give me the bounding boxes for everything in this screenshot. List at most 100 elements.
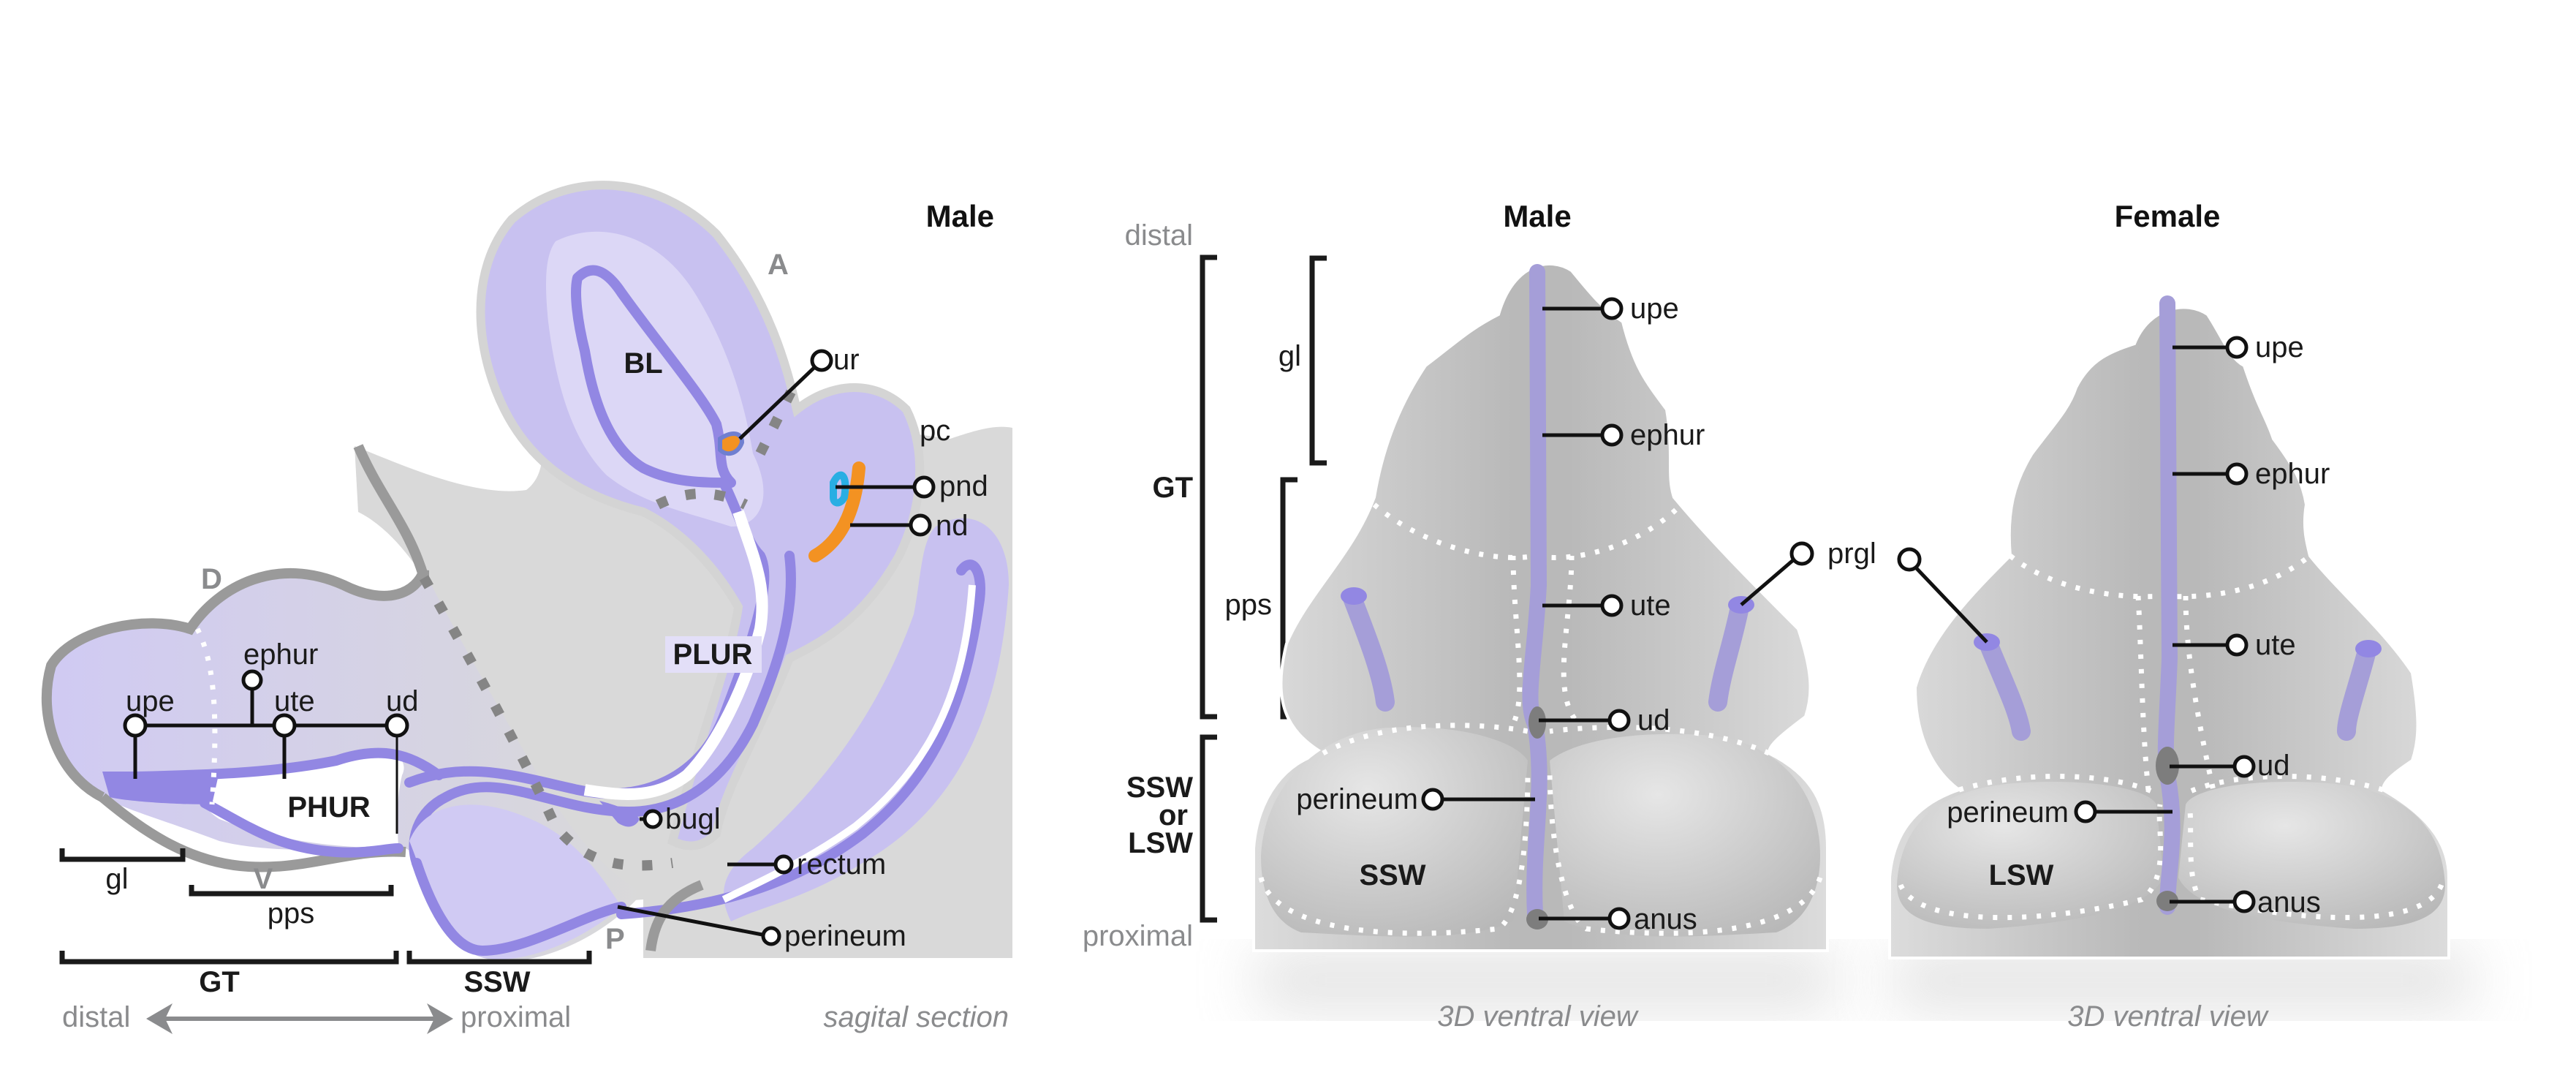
- bracket-sw-ventral: [1200, 734, 1217, 923]
- pin-upe: [123, 713, 148, 738]
- ventral-view-male: Male SSW upe ephur ute ud perineum anus …: [1252, 199, 1876, 1033]
- axis-double-arrow: [146, 1003, 453, 1034]
- male-prgl-left: [1343, 589, 1395, 712]
- region-label-bladder: BL: [624, 347, 662, 380]
- female-prgl-right-opening: [2355, 640, 2382, 657]
- male-prgl-left-opening: [1341, 587, 1367, 605]
- orientation-ventral: V: [254, 863, 273, 895]
- female-label-ute: ute: [2255, 629, 2296, 661]
- bracket-label-pps: pps: [268, 897, 315, 929]
- pin-pnd: [912, 475, 936, 499]
- female-pin-anus: [2232, 890, 2256, 913]
- male-label-anus: anus: [1634, 903, 1697, 935]
- male-ssw-left: [1261, 727, 1528, 937]
- orientation-anterior: A: [768, 249, 789, 281]
- female-region-lsw: LSW: [1989, 859, 2054, 891]
- female-prgl-right: [2337, 641, 2376, 741]
- pelvic-urethra-lumen: [583, 510, 768, 800]
- female-pin-ephur: [2225, 462, 2249, 486]
- bracket-gt-ventral: [1200, 254, 1217, 720]
- bracket-label-gl: gl: [105, 863, 128, 895]
- ventral-label-or: or: [1159, 799, 1188, 832]
- label-pnd: pnd: [939, 470, 988, 502]
- bracket-ssw: [406, 951, 592, 965]
- ureter-duct: [718, 431, 745, 456]
- glans-boundary: [194, 627, 218, 805]
- pin-ur: [810, 349, 833, 372]
- female-label-anus: anus: [2257, 886, 2321, 919]
- male-prgl-right: [1708, 597, 1749, 712]
- male-pin-perineum: [1421, 788, 1444, 811]
- female-ventral-annotations: upe ephur ute ud perineum anus: [1897, 331, 2330, 919]
- male-pin-ute: [1600, 594, 1624, 617]
- male-ventral-annotations: upe ephur ute ud perineum anus prgl: [1296, 293, 1876, 935]
- female-urethral-seam: [2157, 295, 2181, 915]
- label-perineum: perineum: [784, 920, 906, 952]
- male-label-upe: upe: [1630, 293, 1679, 325]
- nephric-duct: [808, 461, 865, 562]
- pin-nd: [909, 513, 932, 537]
- female-pin-ud: [2232, 755, 2256, 778]
- region-label-phur: PHUR: [287, 791, 370, 823]
- sagittal-annotations: ur pc pnd nd ephur upe ute ud bugl: [123, 344, 988, 952]
- perineum-outline: [645, 880, 704, 951]
- male-dotted-boundaries: [1258, 502, 1823, 936]
- sagittal-title: Male: [926, 199, 994, 233]
- male-region-ssw: SSW: [1359, 859, 1425, 891]
- region-label-plur: PLUR: [673, 638, 753, 671]
- female-label-perineum: perineum: [1947, 796, 2069, 829]
- bracket-gl: [59, 848, 186, 862]
- label-upe: upe: [126, 685, 175, 717]
- male-ssw-right: [1550, 734, 1820, 937]
- bracket-label-ssw: SSW: [463, 966, 530, 998]
- pin-ute: [272, 713, 297, 738]
- bugl-gland: [599, 801, 640, 827]
- ssw-epithelium: [412, 858, 626, 956]
- female-anus-spot: [2156, 891, 2178, 911]
- female-label-upe: upe: [2255, 331, 2304, 363]
- bracket-label-gt: GT: [199, 966, 240, 998]
- boundary-dotted: [419, 575, 673, 871]
- ventral-axis: distal proximal GT gl pps SSW or LSW: [1083, 219, 1327, 952]
- pin-perineum: [761, 926, 781, 946]
- sagittal-section: BL PLUR PHUR A D V P Male ur pc pnd nd: [41, 181, 1012, 1034]
- bracket-gt: [59, 951, 399, 965]
- female-ventral-caption: 3D ventral view: [2067, 1000, 2270, 1033]
- ventral-axis-proximal: proximal: [1083, 920, 1193, 952]
- male-anus-spot: [1526, 909, 1548, 929]
- female-pin-ute: [2225, 633, 2249, 657]
- ventral-label-gl: gl: [1278, 340, 1301, 372]
- paramesonephric-duct: [830, 471, 849, 507]
- bladder-inner: [546, 231, 764, 527]
- shadow: [1893, 951, 2471, 1009]
- pin-ud: [384, 713, 409, 738]
- female-label-ud: ud: [2257, 750, 2290, 782]
- shadow: [1257, 951, 1835, 1009]
- ventral-label-ssw: SSW: [1126, 772, 1193, 804]
- label-ephur: ephur: [243, 638, 318, 671]
- male-pin-anus: [1607, 907, 1631, 930]
- ventral-label-gt: GT: [1152, 472, 1193, 504]
- ventral-label-pps: pps: [1225, 589, 1273, 621]
- pin-rectum: [773, 854, 794, 875]
- ventral-view-female: Female LSW upe ephur ute ud perineum anu…: [1888, 199, 2471, 1033]
- orientation-posterior: P: [605, 923, 625, 955]
- label-ute: ute: [274, 685, 315, 717]
- female-label-ephur: ephur: [2255, 458, 2330, 490]
- bladder-lumen: [571, 265, 736, 488]
- phallic-urethra-ventral-epithelium: [200, 798, 404, 858]
- male-ud-spot: [1528, 706, 1546, 739]
- male-label-ute: ute: [1630, 589, 1671, 622]
- label-prgl: prgl: [1827, 538, 1876, 570]
- sagittal-caption: sagital section: [824, 1001, 1009, 1033]
- female-pin-upe: [2225, 336, 2249, 359]
- male-pin-upe: [1600, 297, 1624, 320]
- gt-outline: [41, 444, 429, 802]
- male-pin-ud: [1607, 709, 1631, 732]
- bracket-gl-ventral: [1309, 255, 1327, 466]
- bracket-pps: [189, 885, 394, 897]
- female-ventral-title: Female: [2115, 199, 2221, 233]
- label-ur: ur: [833, 344, 860, 376]
- pin-ephur: [241, 669, 263, 691]
